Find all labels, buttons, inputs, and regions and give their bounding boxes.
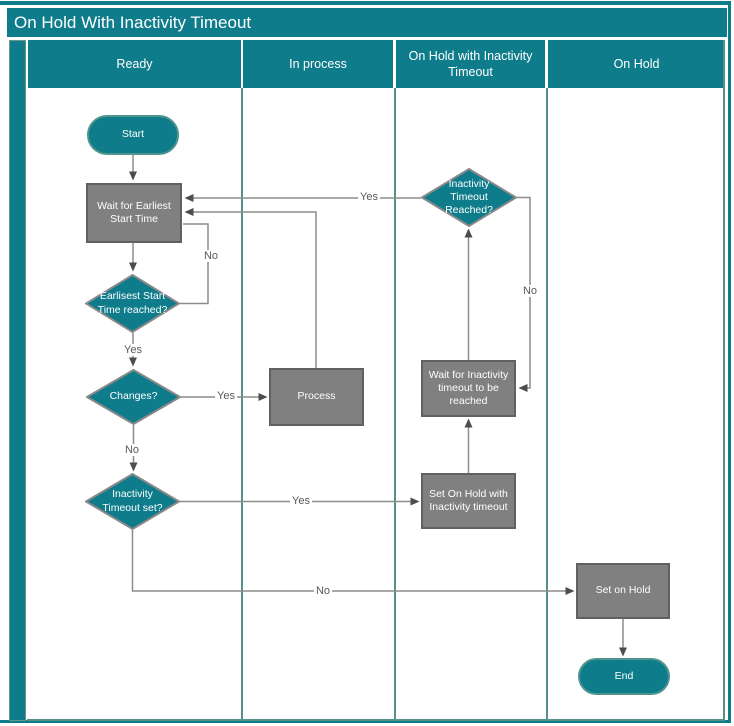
- edge-label-yes[interactable]: Yes: [358, 191, 380, 203]
- node-wait-for-inactivity-timeout[interactable]: Wait for Inactivity timeout to be reache…: [421, 360, 516, 417]
- lane-right-border: [723, 40, 725, 721]
- node-label: Inactivity Timeout set?: [102, 488, 163, 514]
- lane-bottom-border: [27, 719, 725, 721]
- node-label: Wait for Earliest Start Time: [97, 199, 171, 225]
- node-label: Start: [121, 128, 145, 141]
- diamond-shape: [421, 168, 517, 227]
- lane-header-label: On Hold: [613, 56, 660, 71]
- lane-header-ready[interactable]: Ready: [28, 40, 241, 88]
- node-label: Process: [297, 390, 336, 403]
- edge-label-yes[interactable]: Yes: [290, 495, 312, 507]
- lane-header-label: On Hold with Inactivity Timeout: [408, 48, 533, 79]
- node-start[interactable]: Start: [87, 115, 179, 155]
- edge-label-no[interactable]: No: [520, 285, 540, 297]
- node-label: Inactivity Timeout Reached?: [445, 177, 493, 217]
- node-set-on-hold-with-inactivity-timeout[interactable]: Set On Hold with Inactivity timeout: [421, 473, 516, 529]
- lane-header-on-hold-with-inactivity-timeout[interactable]: On Hold with Inactivity Timeout: [396, 40, 545, 88]
- diagram-title: On Hold With Inactivity Timeout: [14, 13, 252, 32]
- diamond-shape: [85, 473, 180, 530]
- connector-inactivity-set-to-set-on-hold[interactable]: [131, 530, 575, 595]
- edge-label-no[interactable]: No: [313, 585, 333, 597]
- lane-header-in-process[interactable]: In process: [243, 40, 393, 88]
- lane-header-on-hold[interactable]: On Hold: [548, 40, 725, 88]
- node-changes[interactable]: Changes?: [86, 369, 181, 425]
- lane-separator: [241, 88, 243, 721]
- diamond-shape: [85, 274, 180, 333]
- node-label: Set on Hold: [595, 584, 651, 597]
- node-set-on-hold[interactable]: Set on Hold: [576, 563, 670, 619]
- node-process[interactable]: Process: [269, 368, 364, 426]
- node-label: Earlisest Start Time reached?: [97, 290, 168, 316]
- connector-earliest-reached-no-loop[interactable]: [180, 223, 209, 305]
- node-end[interactable]: End: [578, 658, 670, 695]
- node-label: Wait for Inactivity timeout to be reache…: [428, 368, 509, 408]
- node-earliest-start-time-reached[interactable]: Earlisest Start Time reached?: [85, 274, 180, 333]
- node-label: Changes?: [109, 390, 158, 403]
- lane-separator: [546, 88, 548, 721]
- diagram-title-bar[interactable]: On Hold With Inactivity Timeout: [7, 8, 727, 37]
- connector-process-to-wait[interactable]: [184, 208, 317, 368]
- node-inactivity-timeout-set[interactable]: Inactivity Timeout set?: [85, 473, 180, 530]
- diamond-shape: [86, 369, 181, 425]
- lane-header-label: Ready: [116, 56, 153, 71]
- node-label: Set On Hold with Inactivity timeout: [429, 487, 508, 513]
- lane-header-label: In process: [289, 56, 347, 71]
- edge-label-yes[interactable]: Yes: [215, 390, 237, 402]
- edge-label-no[interactable]: No: [201, 250, 221, 262]
- edge-label-no[interactable]: No: [122, 444, 142, 456]
- edge-label-yes[interactable]: Yes: [122, 344, 144, 356]
- swimlane-title-strip[interactable]: [9, 40, 26, 721]
- lane-separator: [394, 88, 396, 721]
- node-label: End: [614, 669, 634, 682]
- node-wait-for-earliest-start-time[interactable]: Wait for Earliest Start Time: [86, 183, 182, 243]
- node-inactivity-timeout-reached[interactable]: Inactivity Timeout Reached?: [421, 168, 517, 227]
